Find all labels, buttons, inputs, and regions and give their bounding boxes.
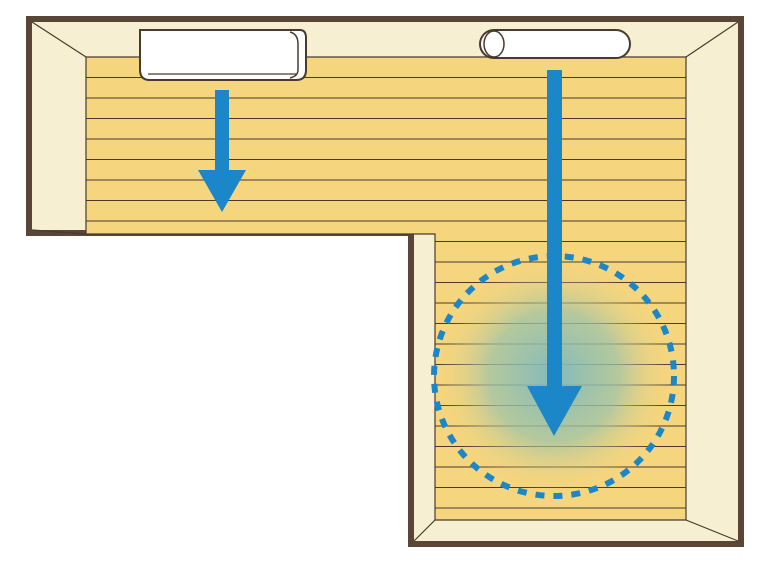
floor-outline	[85, 56, 687, 521]
short-airflow-arrow	[198, 90, 246, 212]
wall-perspective-lines	[31, 21, 739, 542]
cylindrical-air-circulator-icon	[479, 29, 631, 59]
wall-mounted-air-conditioner-icon	[139, 29, 307, 81]
long-airflow-arrow	[527, 70, 582, 436]
